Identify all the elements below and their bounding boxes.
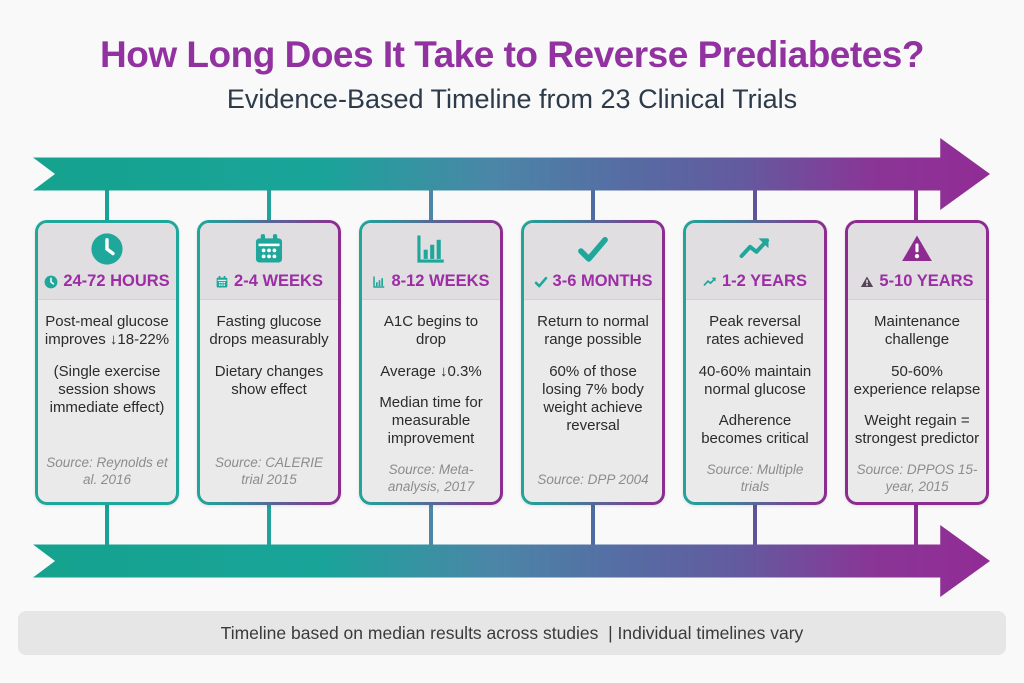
stage-point: (Single exercise session shows immediate… bbox=[49, 362, 165, 417]
timeline-card-3-6-months: 3-6 MONTHS Return to normal range possib… bbox=[521, 220, 665, 505]
card-header: 1-2 YEARS bbox=[686, 223, 824, 300]
stage-label: 2-4 WEEKS bbox=[204, 272, 334, 291]
stage-label: 1-2 YEARS bbox=[690, 272, 820, 291]
connector-line bbox=[753, 172, 757, 224]
connector-line bbox=[429, 172, 433, 224]
stage-point: Fasting glucose drops measurably bbox=[209, 313, 329, 349]
stage-point: Adherence becomes critical bbox=[701, 412, 809, 448]
stage-point: 40-60% maintain normal glucose bbox=[698, 362, 812, 398]
check-icon bbox=[534, 275, 548, 289]
stage-source: Source: Reynolds et al. 2016 bbox=[46, 455, 168, 488]
timeline-card-24-72-hours: 24-72 HOURS Post-meal glucose improves ↓… bbox=[35, 220, 179, 505]
connector-line bbox=[267, 500, 271, 545]
card-header: 5-10 YEARS bbox=[848, 223, 986, 300]
stage-label-text: 2-4 WEEKS bbox=[234, 272, 323, 290]
timeline-card-2-4-weeks: 2-4 WEEKS Fasting glucose drops measurab… bbox=[197, 220, 341, 505]
stage-source: Source: Meta-analysis, 2017 bbox=[387, 461, 475, 494]
connector-line bbox=[591, 500, 595, 545]
warning-icon bbox=[860, 275, 874, 289]
card-body: Peak reversal rates achieved 40-60% main… bbox=[686, 300, 824, 462]
stage-label-text: 24-72 HOURS bbox=[63, 272, 170, 290]
page-subtitle: Evidence-Based Timeline from 23 Clinical… bbox=[226, 84, 798, 114]
stage-point: 50-60% experience relapse bbox=[853, 362, 981, 398]
card-body: Post-meal glucose improves ↓18-22% (Sing… bbox=[38, 300, 176, 430]
connector-line bbox=[105, 500, 109, 545]
card-header: 8-12 WEEKS bbox=[362, 223, 500, 300]
clock-icon bbox=[42, 232, 172, 268]
stage-source: Source: DPPOS 15-year, 2015 bbox=[856, 461, 978, 494]
stage-source: Source: DPP 2004 bbox=[537, 472, 649, 488]
stage-label-text: 1-2 YEARS bbox=[722, 272, 807, 290]
timeline-card-1-2-years: 1-2 YEARS Peak reversal rates achieved 4… bbox=[683, 220, 827, 505]
connector-line bbox=[753, 500, 757, 545]
stage-point: Maintenance challenge bbox=[874, 313, 960, 349]
footer-note: Timeline based on median results across … bbox=[18, 611, 1006, 655]
warning-icon bbox=[852, 232, 982, 268]
stage-label-text: 5-10 YEARS bbox=[879, 272, 974, 290]
check-icon bbox=[528, 232, 658, 268]
stage-source: Source: CALERIE trial 2015 bbox=[214, 455, 324, 488]
timeline-arrow-top bbox=[33, 138, 990, 210]
calendar-icon bbox=[215, 275, 229, 289]
bar-chart-icon bbox=[372, 275, 386, 289]
clock-icon bbox=[44, 275, 58, 289]
trending-up-icon bbox=[690, 232, 820, 268]
stage-source: Source: Multiple trials bbox=[706, 461, 804, 494]
timeline-arrow-bottom bbox=[33, 525, 990, 597]
timeline-card-8-12-weeks: 8-12 WEEKS A1C begins to drop Average ↓0… bbox=[359, 220, 503, 505]
stage-point: Dietary changes show effect bbox=[214, 362, 324, 398]
stage-point: Weight regain = strongest predictor bbox=[854, 412, 980, 448]
stage-point: Median time for measurable improvement bbox=[379, 393, 483, 448]
stage-point: Peak reversal rates achieved bbox=[706, 313, 804, 349]
stage-point: Average ↓0.3% bbox=[380, 362, 482, 380]
stage-label: 8-12 WEEKS bbox=[366, 272, 496, 291]
card-header: 3-6 MONTHS bbox=[524, 223, 662, 300]
timeline-cards-row: 24-72 HOURS Post-meal glucose improves ↓… bbox=[35, 220, 989, 505]
card-body: Return to normal range possible 60% of t… bbox=[524, 300, 662, 449]
connector-line bbox=[267, 172, 271, 224]
stage-point: Post-meal glucose improves ↓18-22% bbox=[44, 313, 170, 349]
card-header: 24-72 HOURS bbox=[38, 223, 176, 300]
stage-point: Return to normal range possible bbox=[537, 313, 649, 349]
stage-label-text: 3-6 MONTHS bbox=[552, 272, 653, 290]
connector-line bbox=[429, 500, 433, 545]
card-body: Fasting glucose drops measurably Dietary… bbox=[200, 300, 338, 412]
card-body: A1C begins to drop Average ↓0.3% Median … bbox=[362, 300, 500, 462]
bar-chart-icon bbox=[366, 232, 496, 268]
connector-line bbox=[914, 500, 918, 545]
stage-label-text: 8-12 WEEKS bbox=[391, 272, 490, 290]
stage-label: 3-6 MONTHS bbox=[528, 272, 658, 291]
stage-label: 24-72 HOURS bbox=[42, 272, 172, 291]
stage-point: 60% of those losing 7% body weight achie… bbox=[542, 362, 644, 435]
trending-up-icon bbox=[703, 275, 717, 289]
stage-label: 5-10 YEARS bbox=[852, 272, 982, 291]
stage-point: A1C begins to drop bbox=[383, 313, 479, 349]
card-header: 2-4 WEEKS bbox=[200, 223, 338, 300]
header: How Long Does It Take to Reverse Prediab… bbox=[0, 34, 1024, 115]
page-title: How Long Does It Take to Reverse Prediab… bbox=[100, 34, 924, 75]
connector-line bbox=[591, 172, 595, 224]
calendar-icon bbox=[204, 232, 334, 268]
timeline-card-5-10-years: 5-10 YEARS Maintenance challenge 50-60% … bbox=[845, 220, 989, 505]
connector-line bbox=[914, 172, 918, 224]
card-body: Maintenance challenge 50-60% experience … bbox=[848, 300, 986, 462]
connector-line bbox=[105, 172, 109, 224]
